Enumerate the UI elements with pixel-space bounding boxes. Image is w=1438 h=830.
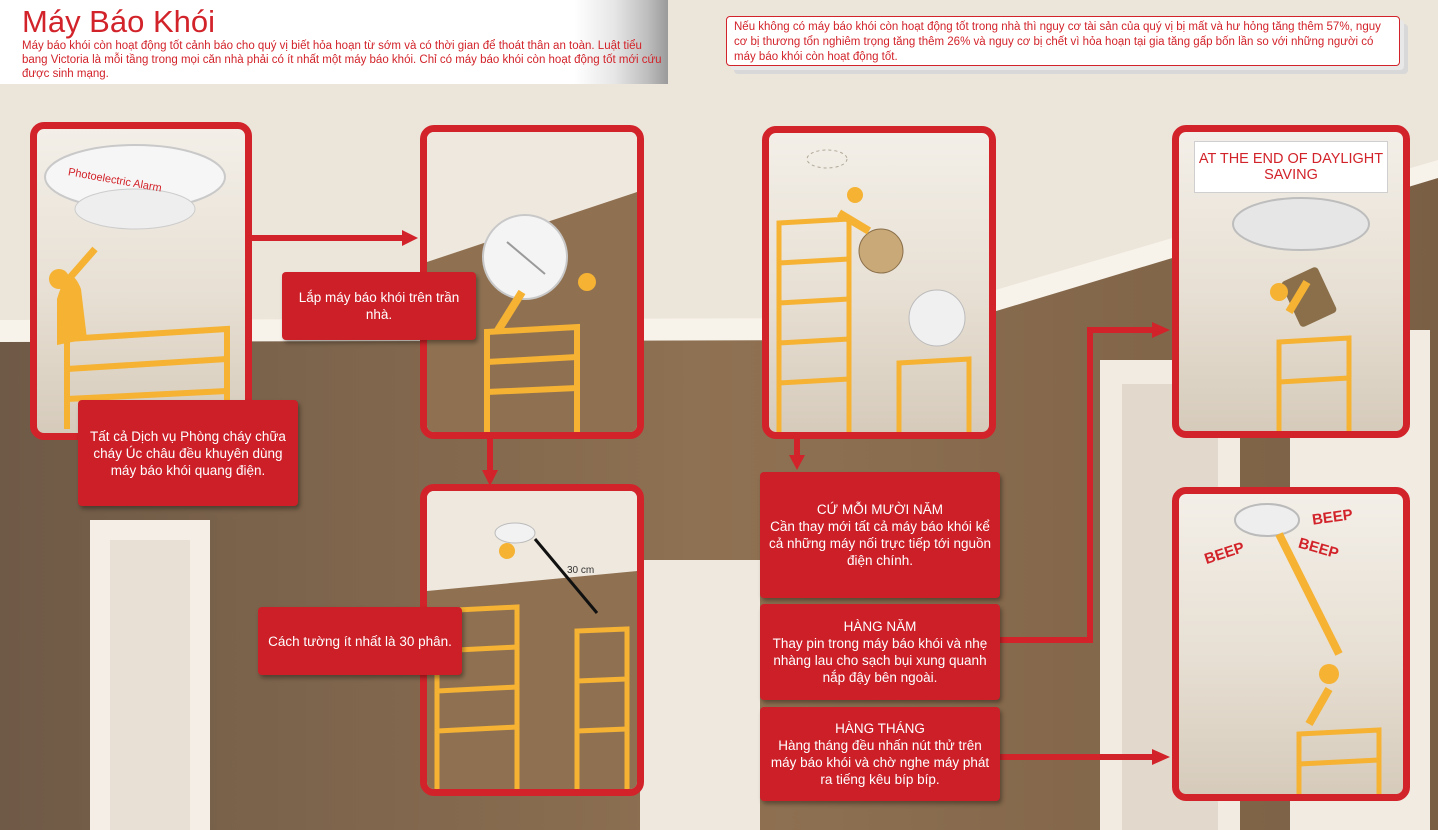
caption-recommend-text: Tất cả Dịch vụ Phòng cháy chữa cháy Úc c… <box>90 428 286 478</box>
page-title: Máy Báo Khói <box>22 4 215 39</box>
panel-test-alarm <box>1172 487 1410 801</box>
caption-ceiling-text: Lắp máy báo khói trên trần nhà. <box>298 290 460 322</box>
daylight-saving-sign: AT THE END OF DAYLIGHT SAVING <box>1194 141 1388 193</box>
panel-spacing-art: 30 cm <box>427 491 637 789</box>
panel-photoelectric-alarm: Photoelectric Alarm <box>30 122 252 440</box>
caption-ten-years-heading: CỨ MỖI MƯỜI NĂM <box>816 502 944 517</box>
panel-ceiling-install <box>420 125 644 439</box>
caption-monthly-text: Hàng tháng đều nhấn nút thử trên máy báo… <box>770 738 990 787</box>
caption-spacing-text: Cách tường ít nhất là 30 phân. <box>268 633 452 649</box>
caption-ten-years: CỨ MỖI MƯỜI NĂM Cần thay mới tất cả máy … <box>760 472 1000 598</box>
caption-yearly: HÀNG NĂM Thay pin trong máy báo khói và … <box>760 604 1000 700</box>
caption-ceiling: Lắp máy báo khói trên trần nhà. <box>282 272 476 340</box>
panel-test-art <box>1234 503 1382 794</box>
panel-ceiling-art <box>427 132 637 432</box>
caption-monthly: HÀNG THÁNG Hàng tháng đều nhấn nút thử t… <box>760 707 1000 801</box>
caption-recommend: Tất cả Dịch vụ Phòng cháy chữa cháy Úc c… <box>78 400 298 506</box>
stat-note: Nếu không có máy báo khói còn hoạt động … <box>726 16 1400 66</box>
caption-yearly-heading: HÀNG NĂM <box>843 619 917 634</box>
panel-photoelectric-art: Photoelectric Alarm <box>44 144 230 429</box>
panel-daylight-art <box>1232 197 1370 431</box>
intro-text: Máy báo khói còn hoạt động tốt cảnh báo … <box>22 40 662 80</box>
caption-ten-years-text: Cần thay mới tất cả máy báo khói kể cả n… <box>768 519 992 568</box>
panel-replace-art <box>776 149 972 432</box>
caption-yearly-text: Thay pin trong máy báo khói và nhẹ nhàng… <box>772 636 988 685</box>
distance-label: 30 cm <box>567 565 594 576</box>
panel-replace-alarm <box>762 126 996 439</box>
caption-monthly-heading: HÀNG THÁNG <box>835 721 925 736</box>
header: Máy Báo Khói Máy báo khói còn hoạt động … <box>0 0 668 84</box>
caption-spacing: Cách tường ít nhất là 30 phân. <box>258 607 462 675</box>
